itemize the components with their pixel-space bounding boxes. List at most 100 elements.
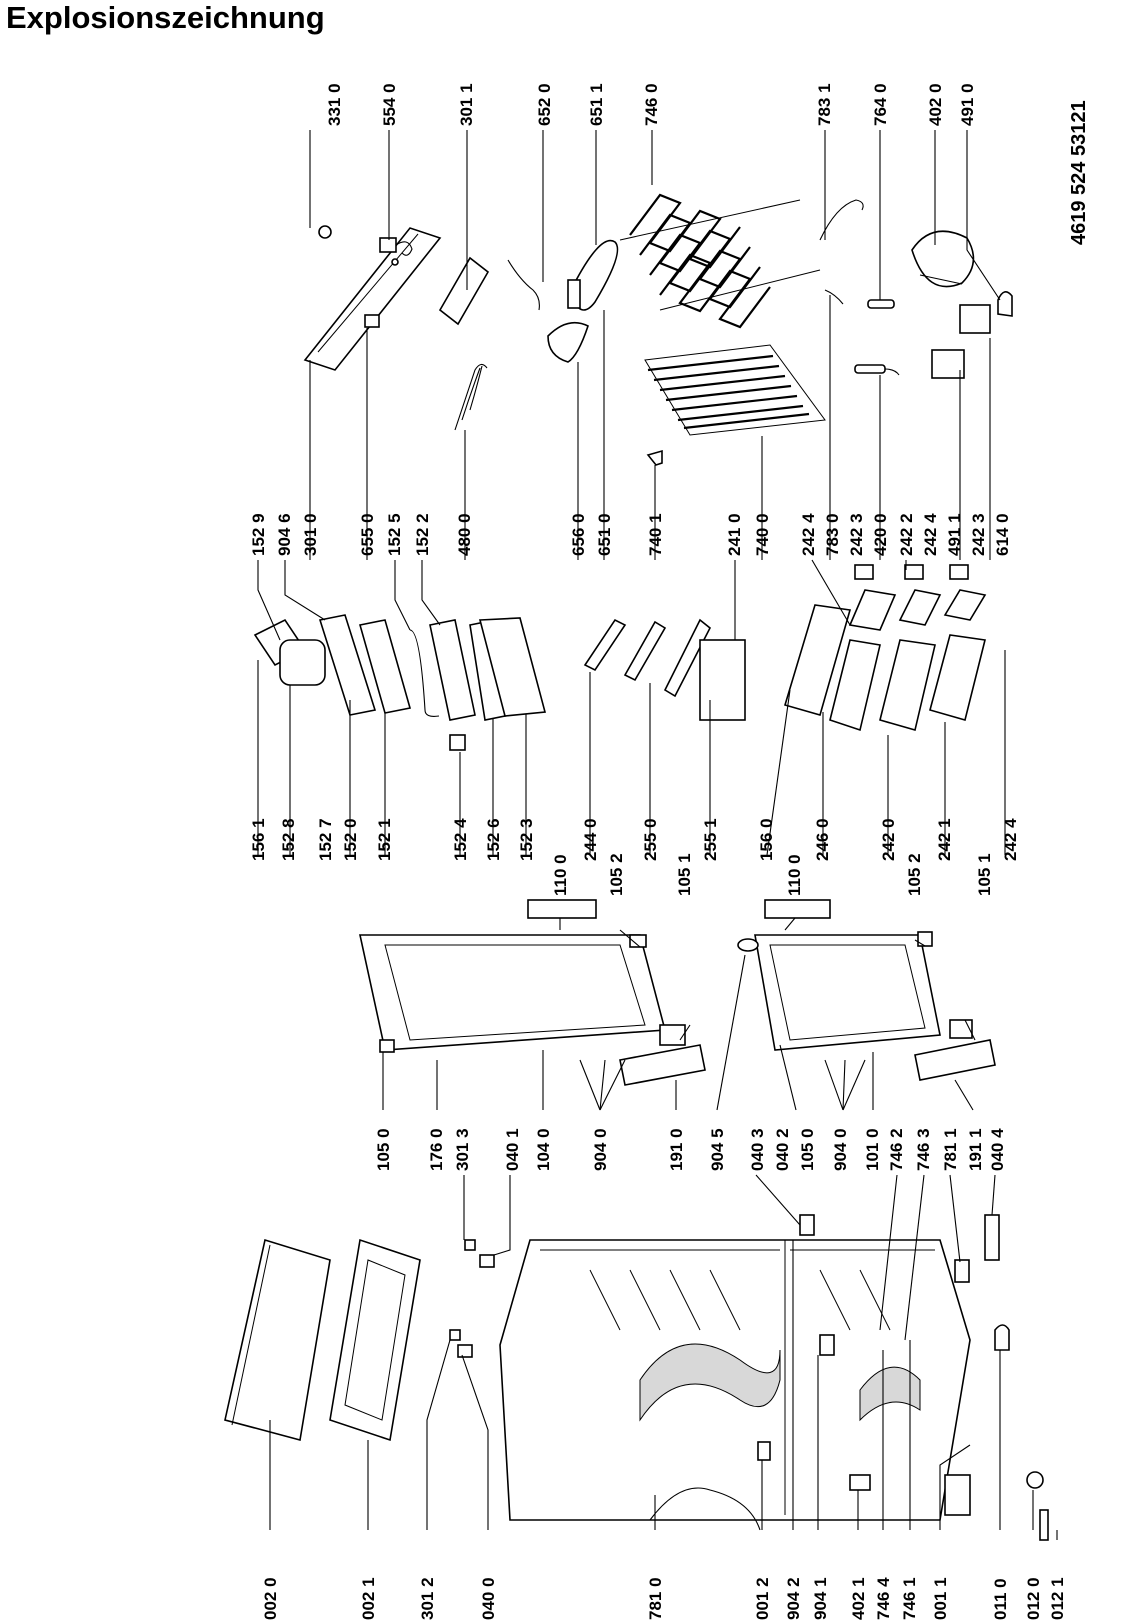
part-label: 105 2 [905,853,924,896]
part-label: 746 2 [887,1128,906,1171]
part-label: 402 0 [926,83,945,126]
part-label: 614 0 [993,513,1012,556]
part-label: 152 3 [517,818,536,861]
part-label: 244 0 [581,818,600,861]
part-label: 191 0 [667,1128,686,1171]
upper-door [359,899,706,1086]
part-label: 105 0 [798,1128,817,1171]
part-label: 746 0 [642,83,661,126]
part-label: 255 1 [701,818,720,861]
part-655 [364,314,380,328]
part-label: 152 4 [451,818,470,861]
cable-free [507,259,540,311]
part-label: 152 5 [385,513,404,556]
part-label: 152 2 [413,513,432,556]
part-label: 152 6 [484,818,503,861]
part-label: 740 1 [646,513,665,556]
part-label: 152 0 [341,818,360,861]
part-label: 301 3 [453,1128,472,1171]
part-label: 781 1 [941,1128,960,1171]
part-label: 651 0 [595,513,614,556]
part-label: 040 3 [748,1128,767,1171]
part-label: 904 1 [811,1577,830,1620]
part-label: 783 0 [823,513,842,556]
part-label: 105 1 [675,853,694,896]
part-label: 105 2 [607,853,626,896]
part-label: 110 0 [551,854,570,896]
part-label: 040 2 [773,1128,792,1171]
part-label: 242 4 [799,513,818,556]
part-label: 651 1 [587,83,606,126]
part-label: 012 1 [1048,1577,1067,1620]
part-label: 105 0 [374,1128,393,1171]
part-label: 002 0 [261,1577,280,1620]
leader-lines [257,130,1058,1540]
door-balconies [253,614,547,751]
worktop-frame-002-1 [329,1238,421,1442]
part-label: 101 0 [863,1128,882,1171]
part-label: 740 0 [753,513,772,556]
page-title: Explosionszeichnung [6,0,325,35]
document-number: 4619 524 53121 [1068,100,1090,245]
capillary-420 [854,364,900,376]
part-label: 242 3 [847,513,866,556]
part-label: 904 5 [708,1128,727,1171]
condenser-740 [644,344,826,466]
evaporator-746 [619,193,821,329]
part-label: 152 7 [316,818,335,861]
part-label: 242 1 [935,818,954,861]
part-label: 040 4 [988,1128,1007,1171]
part-label: 242 4 [921,513,940,556]
part-label: 656 0 [569,513,588,556]
part-label: 011 0 [991,1578,1010,1620]
wiring-harness-480 [454,363,488,431]
cabinet-body [499,1239,971,1521]
part-label: 480 0 [455,513,474,556]
part-label: 904 0 [591,1128,610,1171]
cover-301-1 [438,256,490,326]
part-label: 781 0 [646,1577,665,1620]
part-label: 255 0 [641,818,660,861]
part-label: 152 9 [249,513,268,556]
part-label: 904 0 [831,1128,850,1171]
part-label: 554 0 [380,83,399,126]
part-label: 152 8 [279,818,298,861]
part-label: 242 2 [897,513,916,556]
part-label: 746 3 [914,1128,933,1171]
part-label: 746 1 [900,1577,919,1620]
part-label: 040 1 [503,1128,522,1171]
worktop-002-0 [224,1238,331,1441]
part-label: 746 4 [874,1577,893,1620]
part-label: 301 2 [418,1577,437,1620]
part-label: 301 1 [457,83,476,126]
part-label: 105 1 [975,853,994,896]
part-label: 655 0 [358,513,377,556]
part-label: 764 0 [871,83,890,126]
compressor-402 [911,230,1013,379]
pipe-783 [819,199,864,305]
thermostat-554 [379,237,413,256]
part-label: 783 1 [815,83,834,126]
part-label: 242 0 [879,818,898,861]
part-label: 904 6 [275,513,294,556]
top-hinge-rail [303,225,442,371]
lamp-housing [547,239,619,363]
part-label: 242 4 [1001,818,1020,861]
part-label: 104 0 [534,1128,553,1171]
part-label: 491 1 [945,513,964,556]
drier-764 [867,299,895,309]
part-label: 246 0 [813,818,832,861]
fridge-shelves [583,618,746,721]
part-label: 331 0 [325,83,344,126]
part-label: 001 2 [753,1577,772,1620]
part-label: 420 0 [871,513,890,556]
part-label: 001 1 [931,1577,950,1620]
part-label: 301 0 [301,513,320,556]
freezer-drawers [784,564,987,732]
lower-door [737,899,996,1081]
part-label: 242 3 [969,513,988,556]
part-label: 012 0 [1024,1577,1043,1620]
part-label: 152 1 [375,818,394,861]
